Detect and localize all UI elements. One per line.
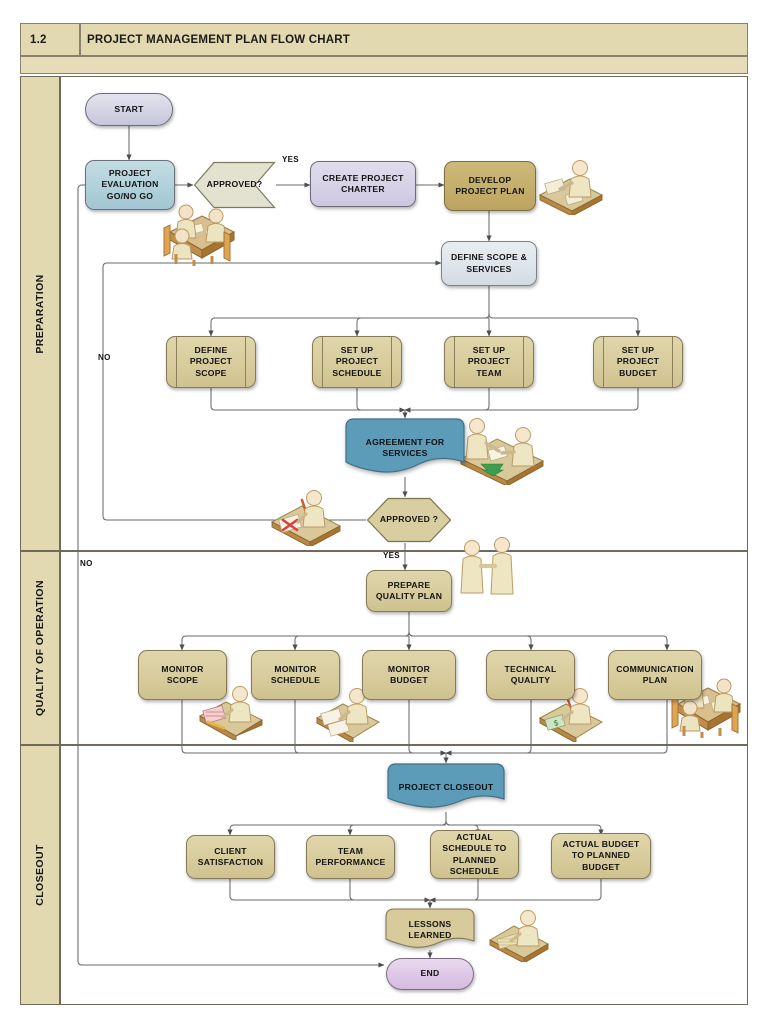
lane-label-quality: QUALITY OF OPERATION	[34, 580, 46, 716]
two-people-signing-contract-illustration	[455, 413, 549, 485]
node-approved-2-label: APPROVED ?	[379, 514, 439, 525]
node-project-closeout[interactable]: PROJECT CLOSEOUT	[387, 763, 505, 812]
lane-body-preparation	[60, 76, 748, 551]
header-number-cell: 1.2	[20, 23, 80, 56]
two-people-handshake-illustration	[455, 535, 521, 597]
flow-label-yes-2: YES	[383, 551, 400, 560]
header-title-cell: PROJECT MANAGEMENT PLAN FLOW CHART	[80, 23, 748, 56]
node-approved-1[interactable]: APPROVED?	[193, 161, 276, 209]
node-define-scope-services-label: DEFINE SCOPE &SERVICES	[450, 252, 528, 274]
page-title: PROJECT MANAGEMENT PLAN FLOW CHART	[87, 33, 350, 46]
header-subbar	[20, 56, 748, 74]
person-desk-notes-illustration	[486, 908, 560, 962]
lane-header-quality: QUALITY OF OPERATION	[20, 551, 60, 745]
meeting-table-communication-illustration	[662, 668, 748, 738]
person-desk-rejected-document-illustration	[268, 484, 350, 546]
flow-label-yes-1: YES	[282, 155, 299, 164]
node-approved-1-label: APPROVED?	[206, 179, 263, 190]
node-approved-2[interactable]: APPROVED ?	[366, 497, 452, 543]
node-project-closeout-label: PROJECT CLOSEOUT	[398, 781, 494, 792]
node-define-scope-services[interactable]: DEFINE SCOPE &SERVICES	[441, 241, 537, 286]
node-end[interactable]: END	[386, 958, 474, 990]
flow-label-no-1: NO	[98, 353, 111, 362]
node-start-label: START	[114, 103, 144, 114]
lane-label-closeout: CLOSEOUT	[34, 844, 46, 906]
header-number: 1.2	[30, 33, 47, 46]
lane-header-closeout: CLOSEOUT	[20, 745, 60, 1005]
node-end-label: END	[420, 968, 440, 979]
lane-label-preparation: PREPARATION	[34, 273, 46, 354]
flow-label-no-2: NO	[80, 559, 93, 568]
node-start[interactable]: START	[85, 93, 173, 126]
lane-header-preparation: PREPARATION	[20, 76, 60, 551]
person-at-desk-writing-illustration	[536, 155, 608, 215]
